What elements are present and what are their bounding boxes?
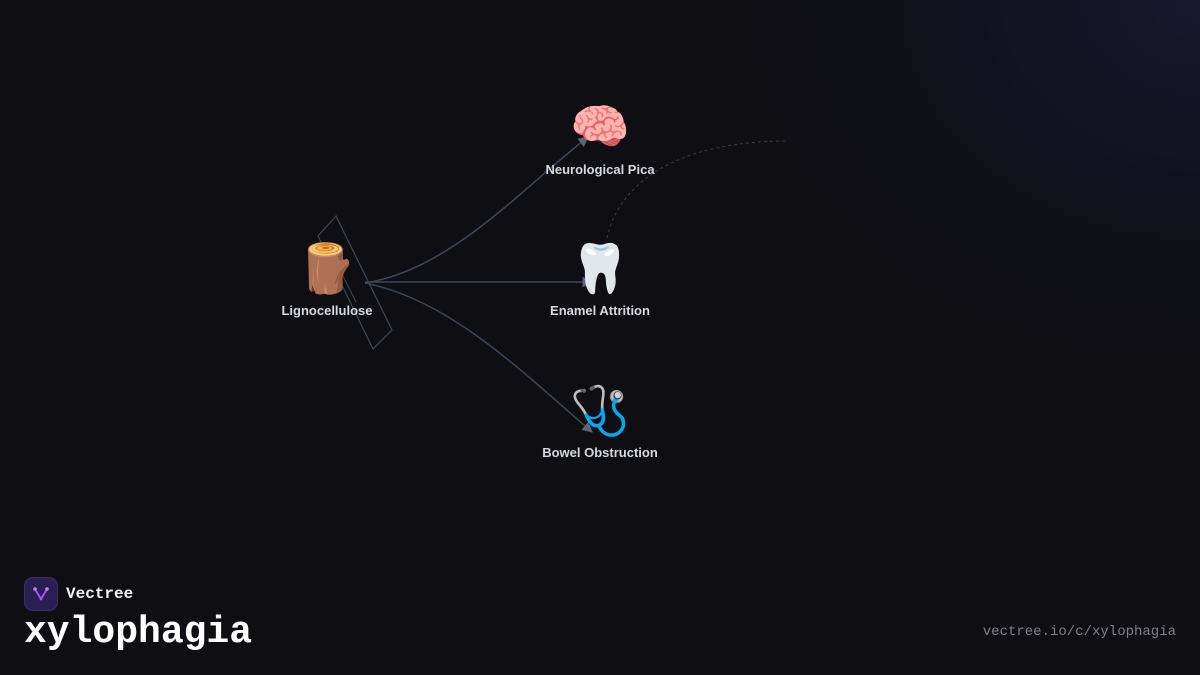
node-label: Enamel Attrition <box>550 303 650 318</box>
node-label: Lignocellulose <box>281 303 372 318</box>
brain-icon: 🧠 <box>570 99 630 155</box>
dashed-cross-link <box>606 140 786 239</box>
node-bowel-obstruction[interactable]: 🩺 Bowel Obstruction <box>542 383 658 460</box>
wood-log-icon: 🪵 <box>297 241 357 297</box>
page-url[interactable]: vectree.io/c/xylophagia <box>982 624 1176 640</box>
node-label: Bowel Obstruction <box>542 445 658 460</box>
vectree-logo-icon <box>24 577 58 611</box>
node-lignocellulose[interactable]: 🪵 Lignocellulose <box>281 241 372 318</box>
brand-name: Vectree <box>66 585 134 603</box>
edge-to-bowel-obstruction <box>364 282 593 433</box>
tooth-icon: 🦷 <box>570 241 630 297</box>
root-frame-inner-line <box>339 269 357 303</box>
node-label: Neurological Pica <box>545 162 655 177</box>
node-neurological-pica[interactable]: 🧠 Neurological Pica <box>545 99 655 177</box>
edge-to-neurological-pica <box>364 136 589 284</box>
node-enamel-attrition[interactable]: 🦷 Enamel Attrition <box>550 241 650 318</box>
page-title: xylophagia <box>24 611 253 654</box>
root-frame-decoration <box>317 214 393 351</box>
brand[interactable]: Vectree <box>24 577 133 611</box>
stethoscope-icon: 🩺 <box>570 383 630 439</box>
